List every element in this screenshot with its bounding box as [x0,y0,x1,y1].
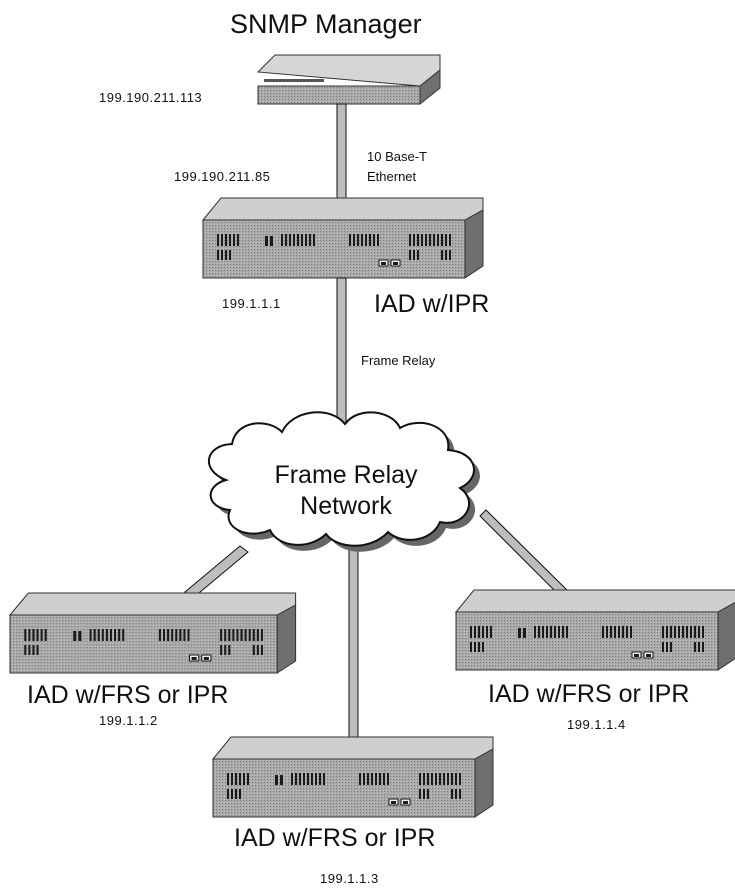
frame-relay-cable [336,277,347,439]
central-iad-device [202,197,484,279]
ethernet-link-label-line1: 10 Base-T [367,149,427,164]
remote-iad-bottom-label: IAD w/FRS or IPR [234,824,436,852]
snmp-manager-device [256,54,441,106]
remote-iad-right-label: IAD w/FRS or IPR [488,680,690,708]
remote-iad-left-ip: 199.1.1.2 [99,713,158,728]
central-iad-label: IAD w/IPR [374,290,490,318]
remote-iad-left-label: IAD w/FRS or IPR [27,681,229,709]
remote-iad-device-right [455,589,735,671]
frame-relay-link-label: Frame Relay [361,353,436,368]
manager-ip-label: 199.190.211.113 [99,90,203,105]
ethernet-link-label-line2: Ethernet [367,169,417,184]
cloud-label-line2: Network [300,492,392,520]
frame-relay-cloud [207,411,480,552]
central-iad-ethernet-ip: 199.190.211.85 [174,169,271,184]
diagram-title: SNMP Manager [230,9,422,39]
remote-iad-right-ip: 199.1.1.4 [567,717,626,732]
remote-iad-device-left [9,592,297,674]
central-iad-wan-ip: 199.1.1.1 [222,296,281,311]
remote-iad-device-bottom [212,736,494,818]
cloud-label-line1: Frame Relay [274,461,418,489]
ethernet-cable [336,103,347,203]
remote-iad-bottom-ip: 199.1.1.3 [320,871,379,886]
